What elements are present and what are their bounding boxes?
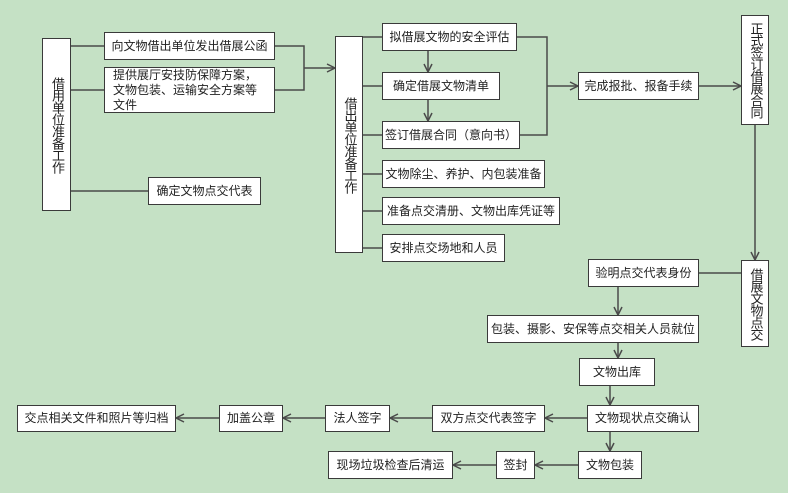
node-sign-intent: 签订借展合同（意向书） [382, 121, 520, 149]
node-send-letter: 向文物借出单位发出借展公函 [104, 32, 275, 60]
node-packing: 文物包装 [578, 451, 642, 479]
node-provide-plans: 提供展厅安技防保障方案，文物包装、运输安全方案等文件 [104, 67, 275, 113]
arrowhead [388, 413, 399, 423]
node-approval: 完成报批、报备手续 [578, 72, 699, 100]
node-seal: 签封 [496, 451, 535, 479]
node-stamp: 加盖公章 [219, 405, 283, 432]
node-cleanup: 现场垃圾检查后清运 [328, 451, 453, 479]
bracket-connector [517, 36, 548, 136]
arrowhead [533, 460, 544, 470]
node-arrange-site: 安排点交场地和人员 [382, 234, 505, 262]
node-prepare-docs: 准备点交清册、文物出库凭证等 [382, 197, 560, 225]
node-dust-care: 文物除尘、养护、内包装准备 [382, 160, 545, 188]
node-sign-contract: 正式签订借展合同 [741, 15, 769, 125]
node-outbound: 文物出库 [579, 358, 655, 386]
node-verify-identity: 验明点交代表身份 [588, 259, 699, 287]
node-confirm-rep: 确定文物点交代表 [148, 177, 261, 205]
node-safety-assessment: 拟借展文物的安全评估 [382, 23, 517, 51]
node-borrower-prep: 借用单位准备工作 [42, 38, 71, 211]
node-legal-sign: 法人签字 [325, 405, 390, 432]
node-condition-confirm: 文物现状点交确认 [587, 405, 699, 432]
node-handover: 借展文物点交 [741, 260, 769, 347]
node-staff-ready: 包装、摄影、安保等点交相关人员就位 [487, 315, 699, 343]
arrowhead [281, 413, 292, 423]
arrowhead [174, 413, 185, 423]
arrowhead [543, 413, 554, 423]
node-both-sign: 双方点交代表签字 [432, 405, 545, 432]
node-lender-prep: 借出单位准备工作 [335, 36, 363, 253]
bracket-connector [275, 45, 305, 91]
node-archive: 交点相关文件和照片等归档 [17, 405, 176, 432]
node-confirm-list: 确定借展文物清单 [382, 72, 500, 100]
arrowhead [451, 460, 462, 470]
